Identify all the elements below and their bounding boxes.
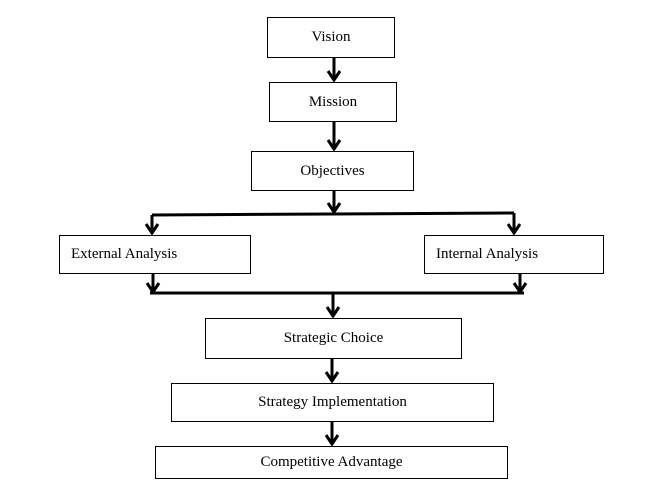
node-competitive-advantage: Competitive Advantage bbox=[155, 446, 508, 479]
arrowhead-implementation-advantage bbox=[324, 434, 340, 447]
node-strategy-implementation: Strategy Implementation bbox=[171, 383, 494, 422]
arrowhead-objectives-split bbox=[326, 202, 342, 215]
node-competitive-advantage-label: Competitive Advantage bbox=[260, 454, 403, 470]
node-strategy-implementation-label: Strategy Implementation bbox=[258, 394, 407, 410]
node-mission-label: Mission bbox=[308, 93, 358, 110]
node-internal-analysis: Internal Analysis bbox=[424, 235, 604, 274]
node-vision: Vision bbox=[267, 17, 395, 58]
arrowhead-merge-choice bbox=[325, 306, 341, 319]
arrowhead-mission-objectives bbox=[326, 139, 342, 152]
node-strategic-choice-label: Strategic Choice bbox=[283, 330, 384, 346]
node-external-analysis-label: External Analysis bbox=[71, 246, 178, 262]
arrowhead-vision-mission bbox=[326, 70, 342, 83]
node-mission: Mission bbox=[269, 82, 397, 122]
node-external-analysis: External Analysis bbox=[59, 235, 251, 274]
arrowhead-split-external bbox=[144, 223, 160, 236]
arrowhead-choice-implementation bbox=[324, 371, 340, 384]
node-internal-analysis-label: Internal Analysis bbox=[436, 246, 539, 262]
node-vision-label: Vision bbox=[311, 29, 351, 45]
split-bar bbox=[151, 211, 515, 217]
node-strategic-choice: Strategic Choice bbox=[205, 318, 462, 359]
arrowhead-split-internal bbox=[506, 223, 522, 236]
node-objectives-label: Objectives bbox=[300, 162, 365, 179]
node-objectives: Objectives bbox=[251, 151, 414, 191]
